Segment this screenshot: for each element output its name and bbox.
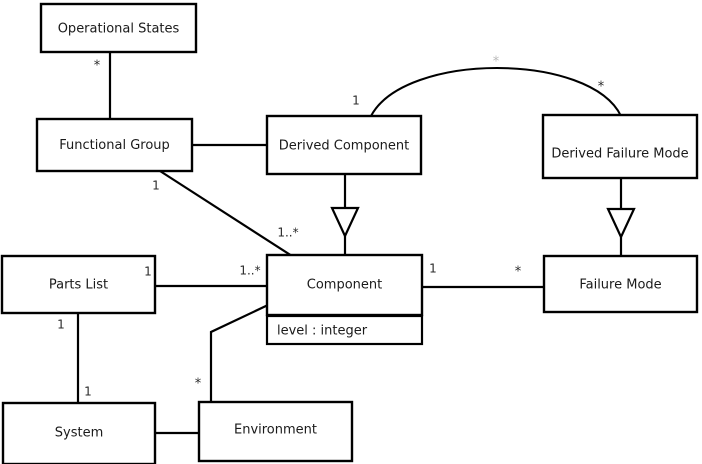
multiplicity-derived-failure-mode-curve: *: [598, 80, 605, 95]
multiplicity-labels: * 1 1 1..* 1 * * 1 1..* 1 * 1 1 *: [57, 55, 605, 399]
assoc-functional-group-component: [159, 170, 293, 257]
class-derived-component[interactable]: Derived Component: [265, 114, 423, 176]
class-functional-group[interactable]: Functional Group: [35, 117, 194, 173]
multiplicity-parts-list-system-near-pl: 1: [57, 318, 65, 332]
class-box-environment[interactable]: [197, 400, 354, 463]
multiplicity-parts-list-component-near-comp: 1..*: [239, 264, 260, 278]
multiplicity-component-failure-mode-near-fm: *: [515, 265, 522, 280]
hollow-triangle-icon-component: [330, 206, 360, 239]
class-name-failure-mode: Failure Mode: [579, 278, 661, 293]
class-parts-list[interactable]: Parts List: [0, 254, 157, 315]
class-box-component[interactable]: [265, 253, 424, 317]
class-name-system: System: [55, 426, 103, 441]
class-name-environment: Environment: [234, 423, 317, 438]
multiplicity-functional-group-derived-component: 1: [352, 94, 360, 108]
multiplicity-component-failure-mode-near-comp: 1: [429, 262, 437, 276]
class-name-component: Component: [307, 278, 382, 293]
class-component[interactable]: Component level : integer: [265, 253, 424, 346]
class-box-functional-group[interactable]: [35, 117, 194, 173]
class-box-failure-mode[interactable]: [542, 254, 699, 314]
class-name-derived-failure-mode: Derived Failure Mode: [551, 147, 688, 162]
hollow-triangle-icon-failure-mode: [606, 207, 636, 240]
class-attribute-component-level: level : integer: [277, 324, 368, 339]
multiplicity-functional-group-component-near-fg: 1: [152, 179, 160, 193]
assoc-derived-component-derived-failure-mode: [370, 67, 622, 117]
class-box-derived-component[interactable]: [265, 114, 423, 176]
class-name-parts-list: Parts List: [49, 278, 108, 293]
multiplicity-environment-component: *: [195, 377, 202, 392]
class-operational-states[interactable]: Operational States: [39, 2, 198, 54]
class-name-derived-component: Derived Component: [279, 139, 410, 154]
class-box-derived-failure-mode[interactable]: [541, 113, 699, 180]
association-lines: [76, 52, 622, 435]
class-attribute-compartment-component: [265, 314, 424, 346]
class-name-functional-group: Functional Group: [59, 138, 170, 153]
multiplicity-curve-apex: *: [493, 55, 500, 70]
class-derived-failure-mode[interactable]: Derived Failure Mode: [541, 113, 699, 180]
generalization-links: [330, 174, 636, 257]
multiplicity-parts-list-component-near-pl: 1: [144, 265, 152, 279]
class-name-operational-states: Operational States: [58, 22, 180, 37]
class-box-parts-list[interactable]: [0, 254, 157, 315]
class-box-system[interactable]: [1, 401, 157, 464]
multiplicity-parts-list-system-near-sys: 1: [84, 385, 92, 399]
multiplicity-operational-states: *: [94, 59, 101, 74]
class-failure-mode[interactable]: Failure Mode: [542, 254, 699, 314]
multiplicity-functional-group-component-near-comp: 1..*: [277, 226, 298, 240]
class-environment[interactable]: Environment: [197, 400, 354, 463]
class-box-operational-states[interactable]: [39, 2, 198, 54]
assoc-environment-component: [209, 304, 269, 402]
class-system[interactable]: System: [1, 401, 157, 464]
